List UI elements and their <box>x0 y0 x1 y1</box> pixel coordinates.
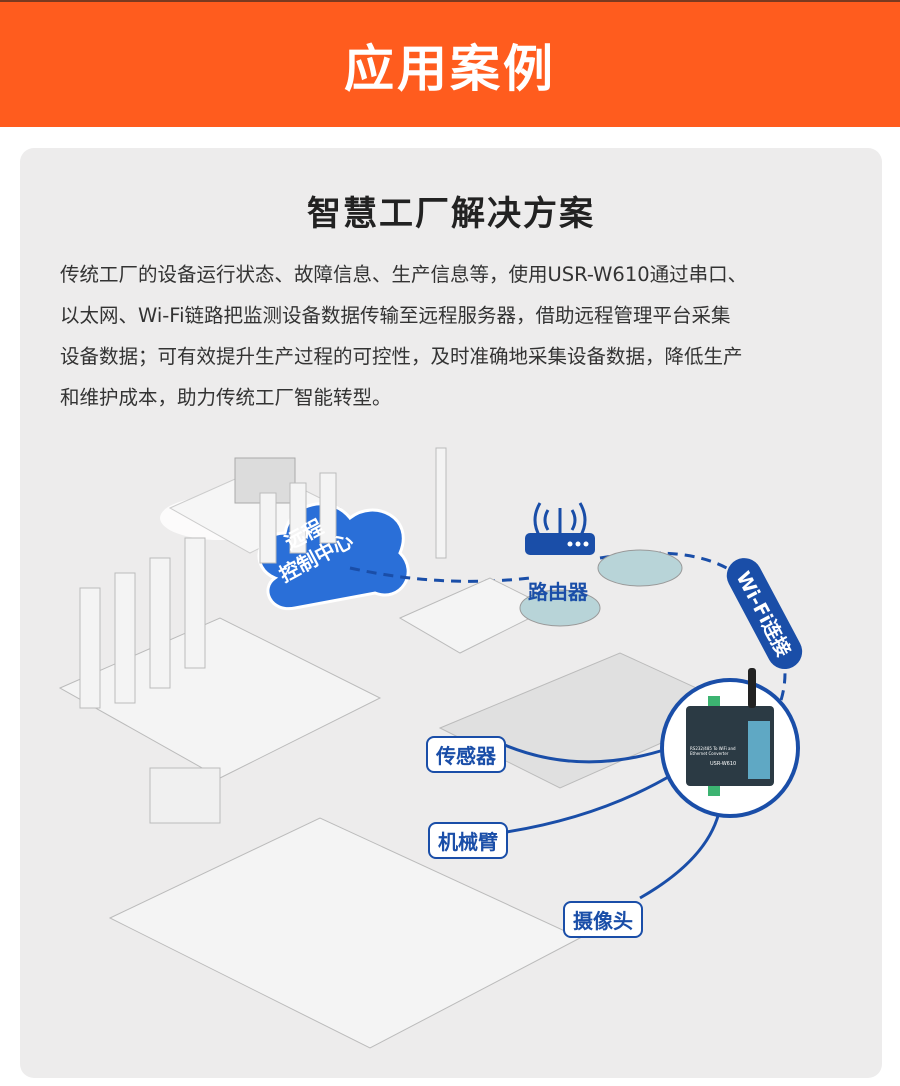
section-description: 传统工厂的设备运行状态、故障信息、生产信息等，使用USR-W610通过串口、 以… <box>60 254 850 418</box>
device-name: USR-W610 <box>710 761 737 767</box>
section-title: 智慧工厂解决方案 <box>307 194 595 234</box>
device-subtitle: RS232/485 To WiFi and Ethernet Converter <box>690 746 736 756</box>
usr-w610-device <box>660 668 800 818</box>
description-line: 和维护成本，助力传统工厂智能转型。 <box>60 386 392 409</box>
header-banner: 应用案例 <box>0 0 900 127</box>
robot-arm-label: 机械臂 <box>428 822 508 859</box>
factory-buildings <box>58 447 742 1049</box>
factory-illustration <box>58 447 800 1049</box>
description-line: 传统工厂的设备运行状态、故障信息、生产信息等，使用USR-W610通过串口、 <box>60 263 748 286</box>
camera-label: 摄像头 <box>563 901 643 938</box>
router-icon <box>525 502 595 555</box>
header-title: 应用案例 <box>344 39 556 98</box>
description-line: 以太网、Wi-Fi链路把监测设备数据传输至远程服务器，借助远程管理平台采集 <box>60 304 731 327</box>
solution-card: 智慧工厂解决方案 传统工厂的设备运行状态、故障信息、生产信息等，使用USR-W6… <box>20 148 882 1078</box>
sensor-label: 传感器 <box>426 736 506 773</box>
description-line: 设备数据；可有效提升生产过程的可控性，及时准确地采集设备数据，降低生产 <box>60 345 743 368</box>
router-label: 路由器 <box>528 580 588 604</box>
